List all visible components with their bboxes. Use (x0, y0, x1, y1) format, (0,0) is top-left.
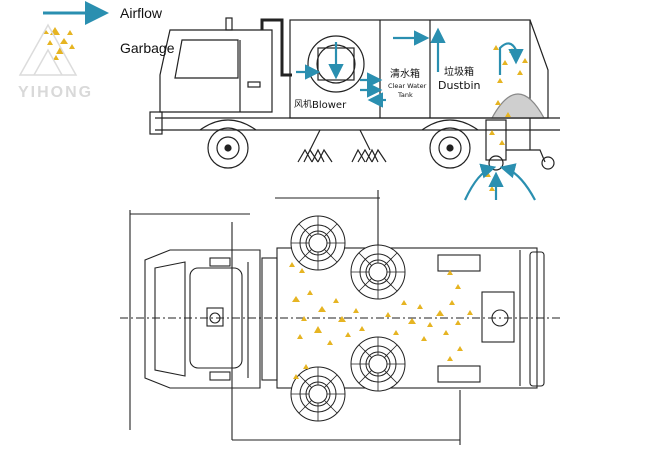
front-wheel (207, 127, 249, 169)
brush-hubs (308, 233, 388, 404)
label-tank-en: Tank (397, 91, 413, 99)
rear-unit (481, 291, 515, 343)
legend-airflow-label: Airflow (120, 5, 163, 21)
label-dustbin-en: Dustbin (438, 79, 481, 92)
watermark-text: YIHONG (18, 84, 94, 101)
side-brush-rear (351, 129, 387, 163)
rear-wheel (429, 127, 471, 169)
side-airflow (296, 27, 536, 201)
engine-cover (206, 307, 224, 327)
side-view (149, 17, 560, 171)
cab-body (159, 29, 273, 113)
label-blower-en: Blower (312, 100, 347, 111)
label-dustbin-cn: 垃圾箱 (444, 65, 474, 78)
label-clear-water-en: Clear Water (388, 82, 427, 90)
beacon-light (225, 17, 233, 31)
top-view (120, 190, 560, 445)
legend (18, 1, 109, 76)
side-brush-front (297, 129, 333, 163)
blower-fan (307, 35, 365, 93)
triangle-cluster-icon (43, 27, 75, 60)
cab-top (144, 249, 261, 389)
door-handle (247, 81, 261, 88)
rear-bumper (529, 251, 545, 387)
legend-garbage-label: Garbage (120, 40, 175, 56)
label-blower-cn: 风机 (294, 98, 312, 110)
top-garbage (289, 262, 473, 379)
cab-window (174, 39, 239, 79)
watermark-shape (18, 23, 78, 76)
body-top (276, 247, 538, 389)
label-clear-water-cn: 清水箱 (390, 67, 420, 80)
dustbin-mound (490, 93, 546, 119)
